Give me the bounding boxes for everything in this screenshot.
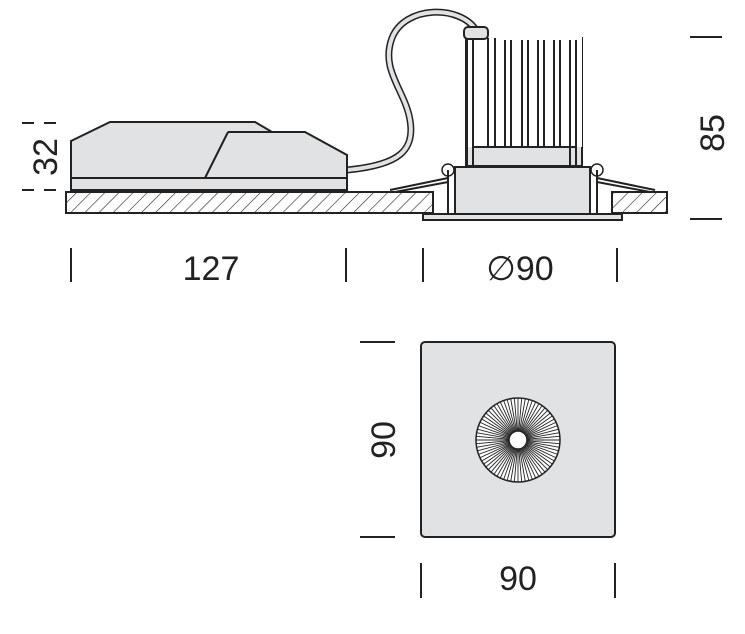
louvre-line [476,432,510,439]
heatsink [463,26,583,167]
louvre-line [506,448,517,481]
louvre-line [521,447,537,479]
louvre-line [479,443,511,459]
louvre-line [476,441,510,448]
louvre-line [525,443,557,459]
louvre-line [524,446,549,471]
louvre-line [478,442,510,455]
louvre-line [526,432,560,439]
louvre-line [525,421,557,437]
dimension-driver-height: 32 [22,122,65,191]
dimension-driver-length: 127 [70,248,347,288]
dimension-label: 32 [27,138,65,176]
louvre-line [524,445,551,468]
louvre-line [518,398,523,432]
louvre-line [478,425,510,438]
louvre-line [525,444,553,465]
dimension-label: 90 [499,560,537,598]
louvre-line [499,447,515,479]
louvre-line [490,446,513,473]
louvre-line [518,448,523,482]
trim-plate [422,213,623,221]
led-center [508,430,528,450]
dimension-label: 127 [183,250,240,288]
louvre-line [493,447,514,475]
dimension-label: 90 [365,421,403,459]
power-cable [346,8,479,174]
louvre-line [493,405,514,433]
louvre-line [520,400,533,432]
louvre-line [481,418,511,436]
louvre-line [522,447,540,477]
louvre-line [476,440,510,445]
louvre-line [510,398,517,432]
louvre-line [477,441,510,452]
lamp-body [389,163,656,221]
side-view: 32 85 127 ∅90 [22,8,732,288]
louvre-line [525,444,555,462]
louvre-line [485,412,512,435]
louvre-line [526,440,560,445]
dimension-lamp-diameter: ∅90 [422,248,618,288]
louvre-line [487,446,512,471]
louvre-line [487,409,512,434]
louvre-line [524,409,549,434]
louvre-line [510,448,517,482]
front-view: 90 90 [360,341,616,598]
louvre-line [526,442,558,455]
louvre-line [519,448,526,482]
louvre-line [519,399,530,432]
dimension-label: ∅90 [486,250,553,288]
louvre-line [523,407,546,434]
louvre-line [479,421,511,437]
louvre-line [481,444,511,462]
dimension-label: 85 [694,114,732,152]
cable-gland [463,26,489,40]
ceiling-slab-left [65,191,434,214]
louvre-line [524,412,551,435]
louvre-line [526,441,560,448]
louvre-line [526,428,559,439]
louvre-line [496,447,514,477]
louvre-line [499,401,515,433]
louvre-line [522,447,543,475]
louvre-line [513,448,518,482]
light-aperture [475,397,561,483]
louvre-line [521,401,537,433]
louvre-line [485,445,512,468]
louvre-line [519,398,526,432]
louvre-line [496,403,514,433]
ceiling-slab-right [611,191,668,214]
louvre-line [483,415,511,436]
louvre-line [526,441,559,452]
louvre-line [526,425,558,438]
louvre-line [523,446,546,473]
louvre-line [490,407,513,434]
louvre-line [525,418,555,436]
louvre-line [522,403,540,433]
dimension-front-width: 90 [420,560,616,598]
louvre-line [522,405,543,433]
louvre-line [477,428,510,439]
louvre-line [520,448,533,480]
louvre-line [483,444,511,465]
dimension-front-height: 90 [360,341,403,538]
dimension-lamp-height: 85 [690,36,732,220]
louvre-line [525,415,553,436]
louvre-line [503,400,516,432]
louvre-line [476,435,510,440]
louvre-line [513,398,518,432]
louvre-line [503,448,516,480]
louvre-line [526,435,560,440]
louvre-line [519,448,530,481]
louvre-line [506,399,517,432]
driver-box [70,121,348,191]
